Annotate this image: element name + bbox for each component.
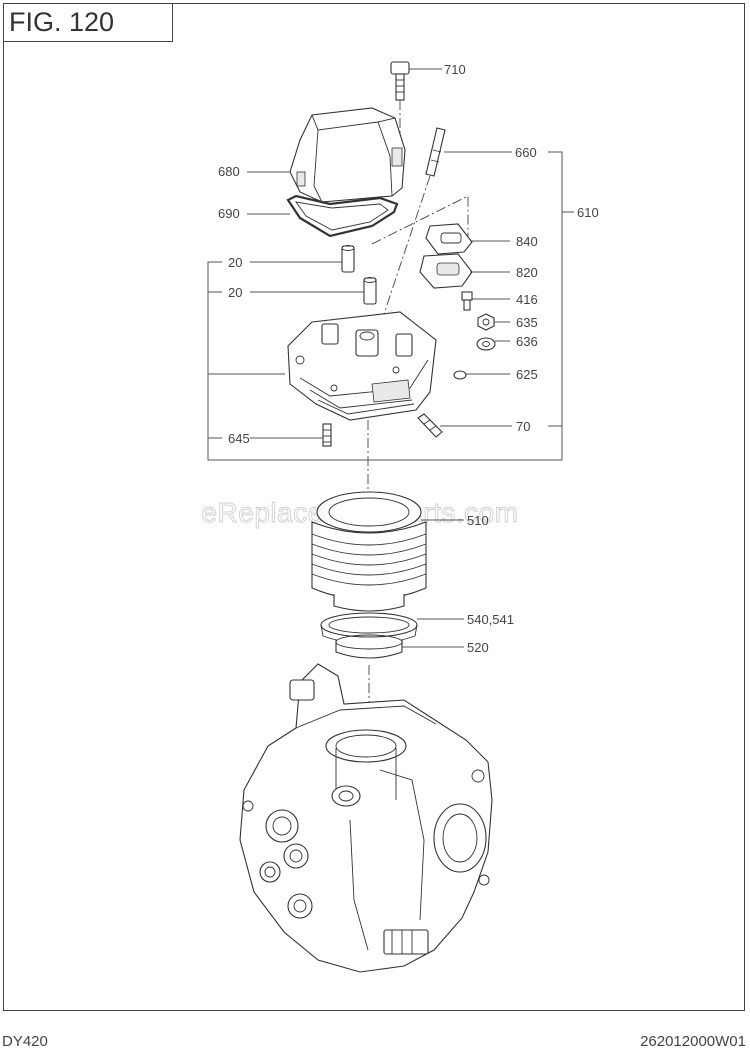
- model-number: DY420: [2, 1033, 48, 1050]
- callout-690: 690: [218, 206, 240, 221]
- drawing-code: 262012000W01: [640, 1033, 746, 1050]
- figure-title: FIG. 120: [3, 3, 173, 42]
- part-crankcase[interactable]: [239, 663, 493, 973]
- part-645-stud[interactable]: [322, 423, 332, 447]
- part-636-washer[interactable]: [476, 337, 496, 351]
- part-20-collar-a[interactable]: [341, 245, 355, 273]
- part-680-valve-cover[interactable]: [289, 107, 406, 203]
- callout-520: 520: [467, 640, 489, 655]
- callout-20-b: 20: [228, 285, 242, 300]
- drawing-frame: [3, 3, 745, 1011]
- callout-20-a: 20: [228, 255, 242, 270]
- part-540-541-gasket-ring[interactable]: [320, 612, 418, 645]
- callout-70: 70: [516, 419, 530, 434]
- callout-635: 635: [516, 315, 538, 330]
- callout-625: 625: [516, 367, 538, 382]
- callout-416: 416: [516, 292, 538, 307]
- callout-820: 820: [516, 265, 538, 280]
- part-520-liner-ring[interactable]: [335, 634, 403, 659]
- part-70-stud[interactable]: [417, 413, 443, 438]
- callout-840: 840: [516, 234, 538, 249]
- callout-710: 710: [444, 62, 466, 77]
- callout-540-541: 540,541: [467, 612, 514, 627]
- callout-645: 645: [228, 431, 250, 446]
- part-cylinder-head[interactable]: [287, 311, 437, 421]
- part-20-collar-b[interactable]: [363, 277, 377, 305]
- callout-636: 636: [516, 334, 538, 349]
- part-690-gasket[interactable]: [286, 194, 399, 238]
- part-660-stud[interactable]: [425, 127, 446, 177]
- part-840-gasket-plate[interactable]: [425, 223, 473, 255]
- part-625-oring[interactable]: [453, 370, 467, 380]
- callout-680: 680: [218, 164, 240, 179]
- callout-610: 610: [577, 205, 599, 220]
- callout-660: 660: [515, 145, 537, 160]
- part-710-bolt[interactable]: [390, 61, 410, 101]
- part-510-cylinder[interactable]: [311, 491, 427, 612]
- part-635-nut[interactable]: [477, 313, 495, 331]
- part-820-exhaust-plate[interactable]: [419, 253, 473, 289]
- part-416-bolt[interactable]: [461, 291, 473, 311]
- callout-510: 510: [467, 513, 489, 528]
